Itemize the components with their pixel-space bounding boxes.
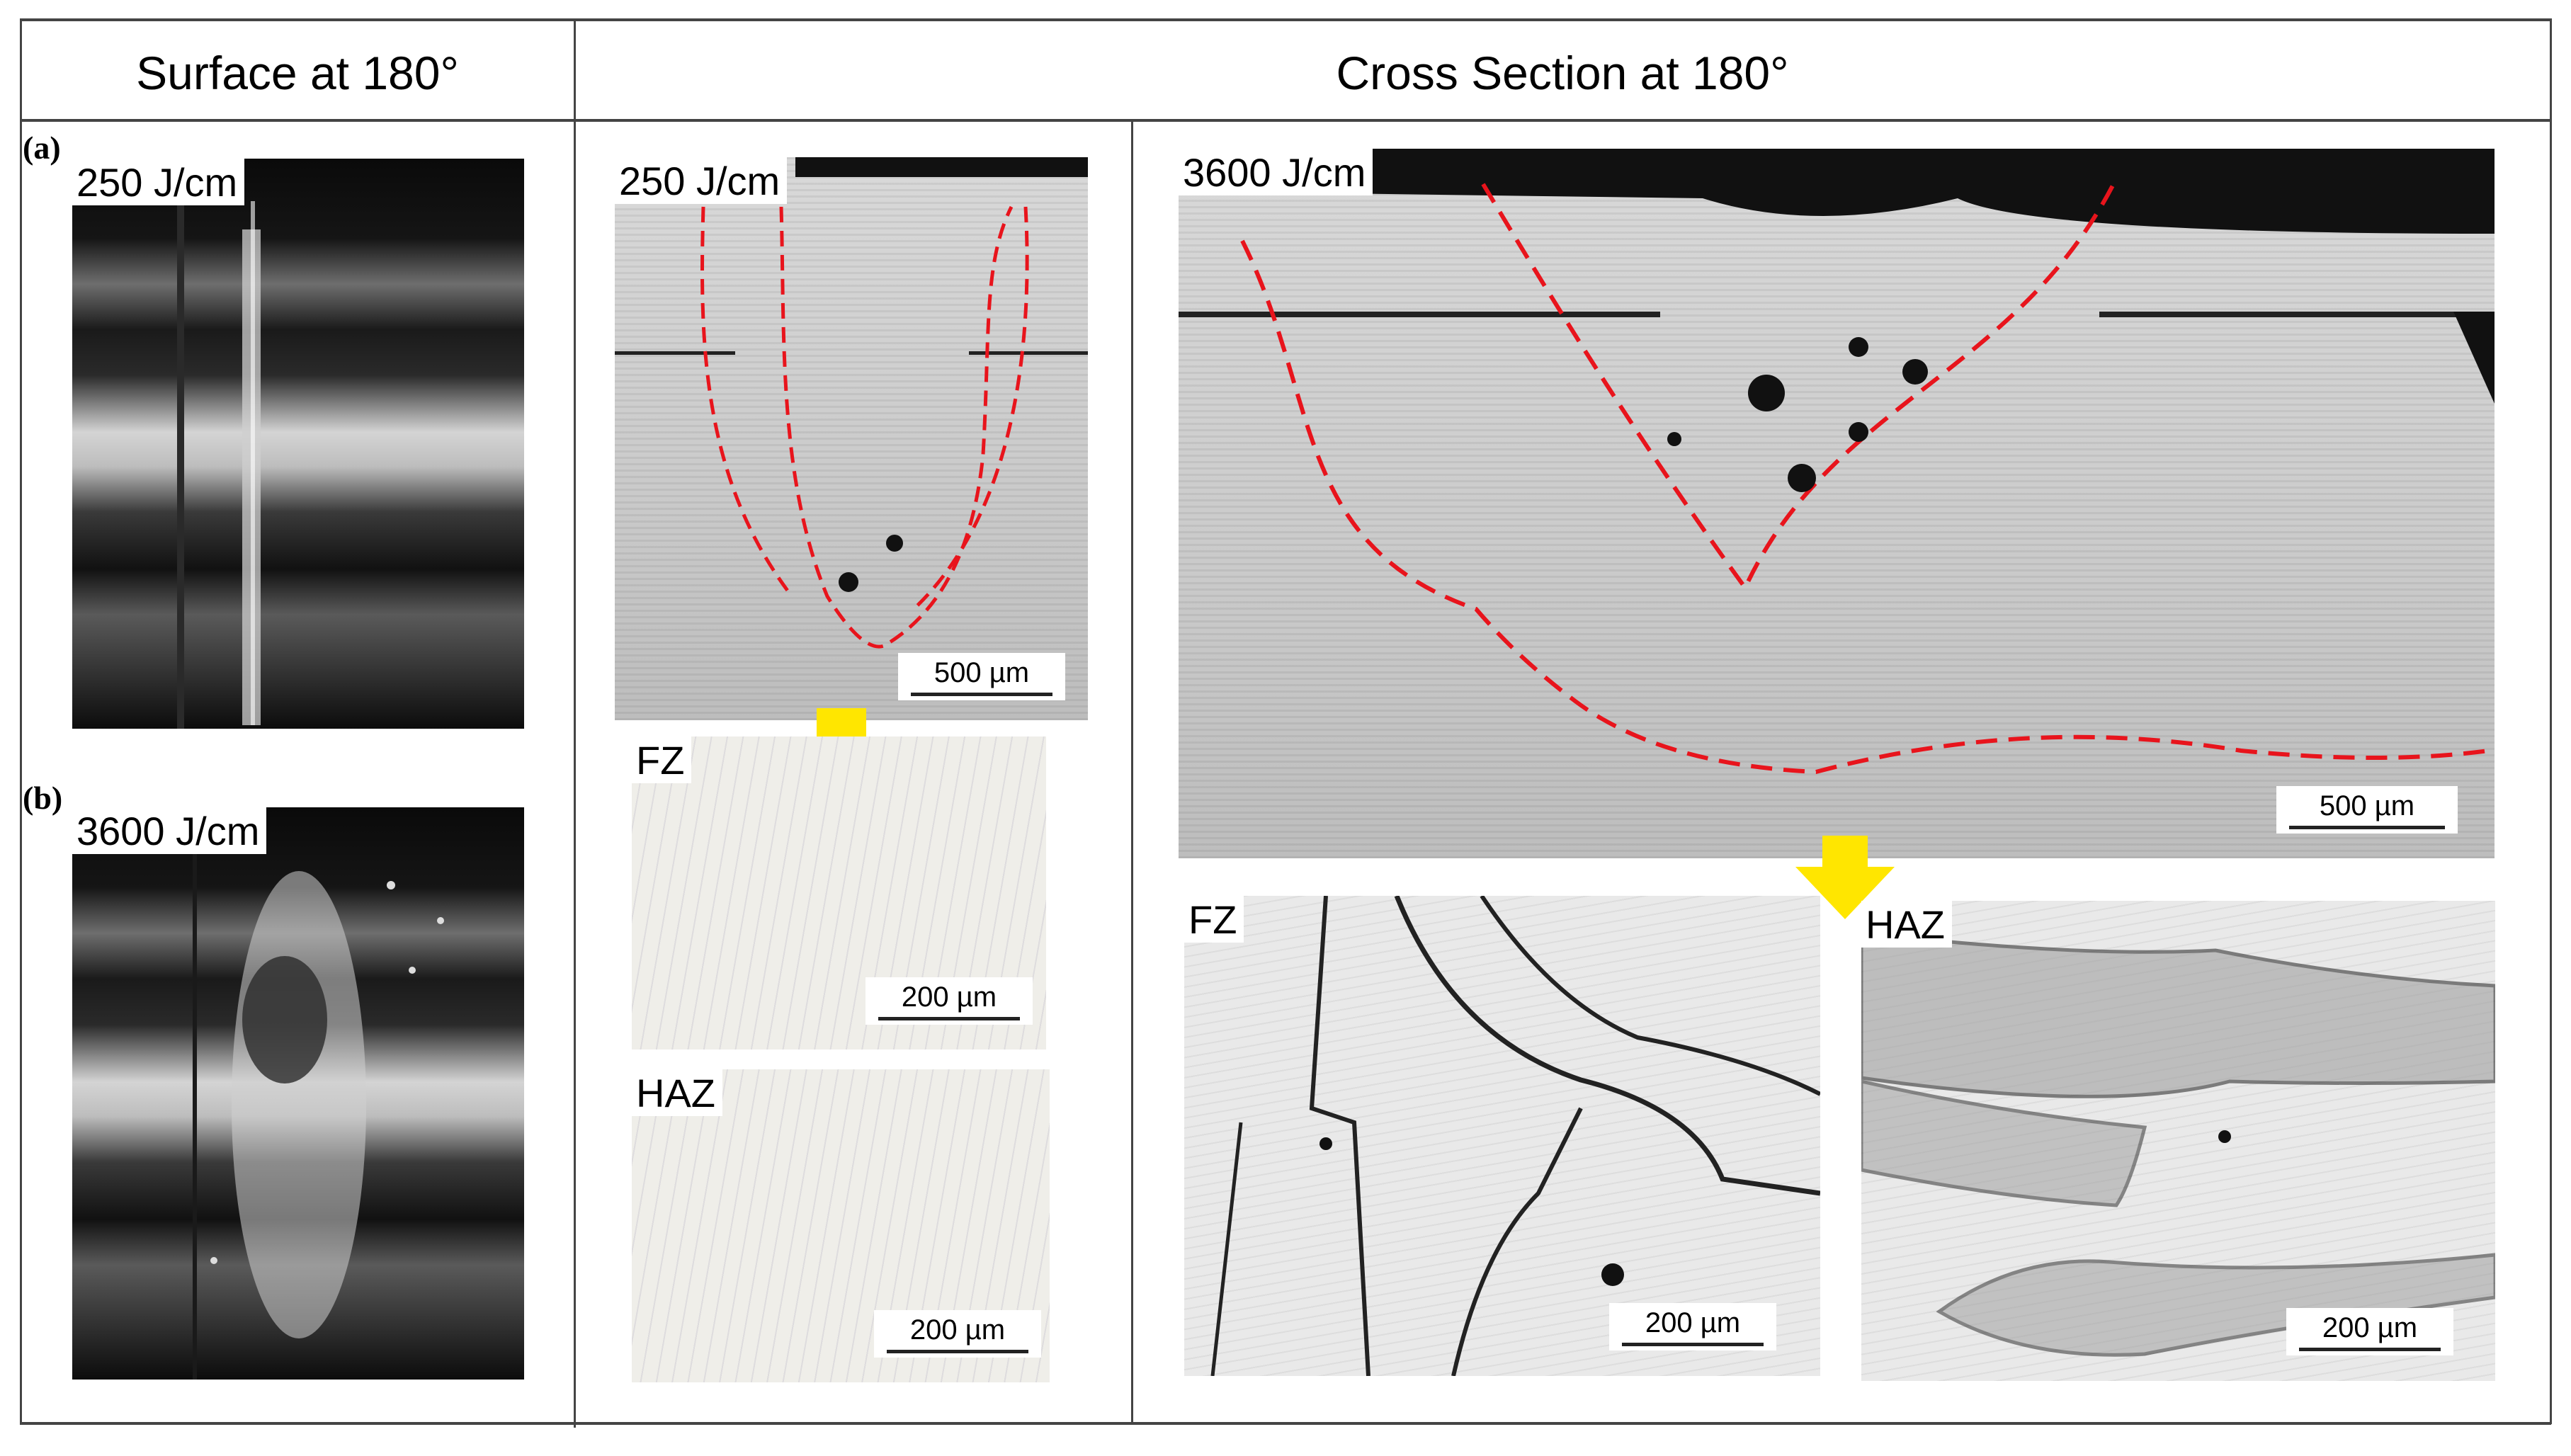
row-b-tag: (b) [23,780,63,816]
scale-bar-line [887,1350,1028,1353]
grain-boundaries [1210,896,1820,1376]
scale-bar-200-fz-a: 200 µm [865,977,1033,1025]
table-bottom-rule [20,1422,2551,1425]
table-right-rule [2550,18,2552,1424]
scale-bar-200-haz-a: 200 µm [874,1310,1041,1358]
scale-bar-200-haz-b: 200 µm [2286,1308,2453,1355]
scale-bar-text: 500 µm [933,657,1030,688]
table-left-rule [20,18,22,1424]
weld-bead-line [177,159,261,729]
cross-section-3600: 3600 J/cm 500 µm [1179,149,2495,858]
surface-label-3600: 3600 J/cm [72,807,267,854]
scale-bar-line [878,1017,1020,1020]
scale-bar-text: 200 µm [1645,1307,1741,1338]
fz-micrograph-250: FZ 200 µm [632,736,1046,1050]
scale-bar-500-b: 500 µm [2276,786,2458,834]
surface-column-header: Surface at 180° [136,47,459,99]
scale-bar-text: 500 µm [2319,790,2415,821]
section-label-250: 250 J/cm [615,157,788,204]
cross-section-column-header: Cross Section at 180° [1336,47,1789,99]
row-a-tag: (a) [23,130,61,166]
fz-label: FZ [632,736,692,783]
haz-micrograph-250: HAZ 200 µm [632,1069,1050,1382]
haz-micrograph-3600: HAZ 200 µm [1861,901,2495,1381]
down-arrow-icon [1795,836,1895,919]
cross-section-250: 250 J/cm 500 µm [615,157,1088,720]
table-top-rule [20,18,2551,21]
scale-bar-line [2299,1348,2441,1351]
fz-label: FZ [1184,896,1244,943]
fusion-boundary-dashes [615,157,1088,649]
weld-spatter [193,807,444,1380]
haz-label: HAZ [632,1069,722,1116]
banded-grains [1861,931,2495,1357]
scale-bar-500-a: 500 µm [898,653,1065,700]
surface-photo-3600: 3600 J/cm [72,807,524,1380]
fz-micrograph-3600: FZ 200 µm [1184,896,1820,1376]
scale-bar-text: 200 µm [901,982,997,1013]
scale-bar-200-fz-b: 200 µm [1609,1303,1776,1350]
surface-photo-250: 250 J/cm [72,159,524,729]
section-label-3600: 3600 J/cm [1179,149,1373,195]
header-divider-rule [20,119,2551,122]
scale-bar-text: 200 µm [909,1314,1006,1346]
surface-label-250: 250 J/cm [72,159,245,205]
column-divider-1 [574,18,576,1428]
column-divider-2 [1131,120,1133,1423]
scale-bar-line [1622,1343,1764,1346]
scale-bar-line [911,693,1052,696]
scale-bar-line [2289,826,2445,829]
fusion-boundary-dashes [1179,149,2495,775]
haz-label: HAZ [1861,901,1952,948]
scale-bar-text: 200 µm [2322,1312,2418,1343]
